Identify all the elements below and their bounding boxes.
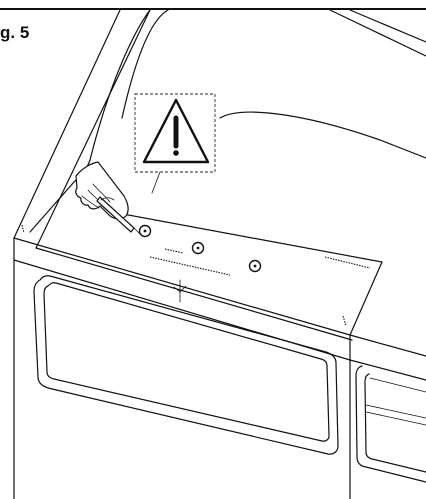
cabinet-outline: [13, 9, 426, 499]
panel-indicators: [138, 224, 262, 273]
figure-label: g. 5: [0, 23, 30, 42]
warning-triangle-icon: [142, 98, 210, 164]
front-window-right: [355, 365, 426, 483]
warning-callout: [134, 93, 216, 194]
control-panel: [111, 211, 383, 336]
front-window-left: [33, 275, 339, 455]
panel-markings: [21, 224, 371, 327]
hand-with-tool-icon: [75, 161, 141, 235]
lid-outline: [29, 9, 426, 233]
